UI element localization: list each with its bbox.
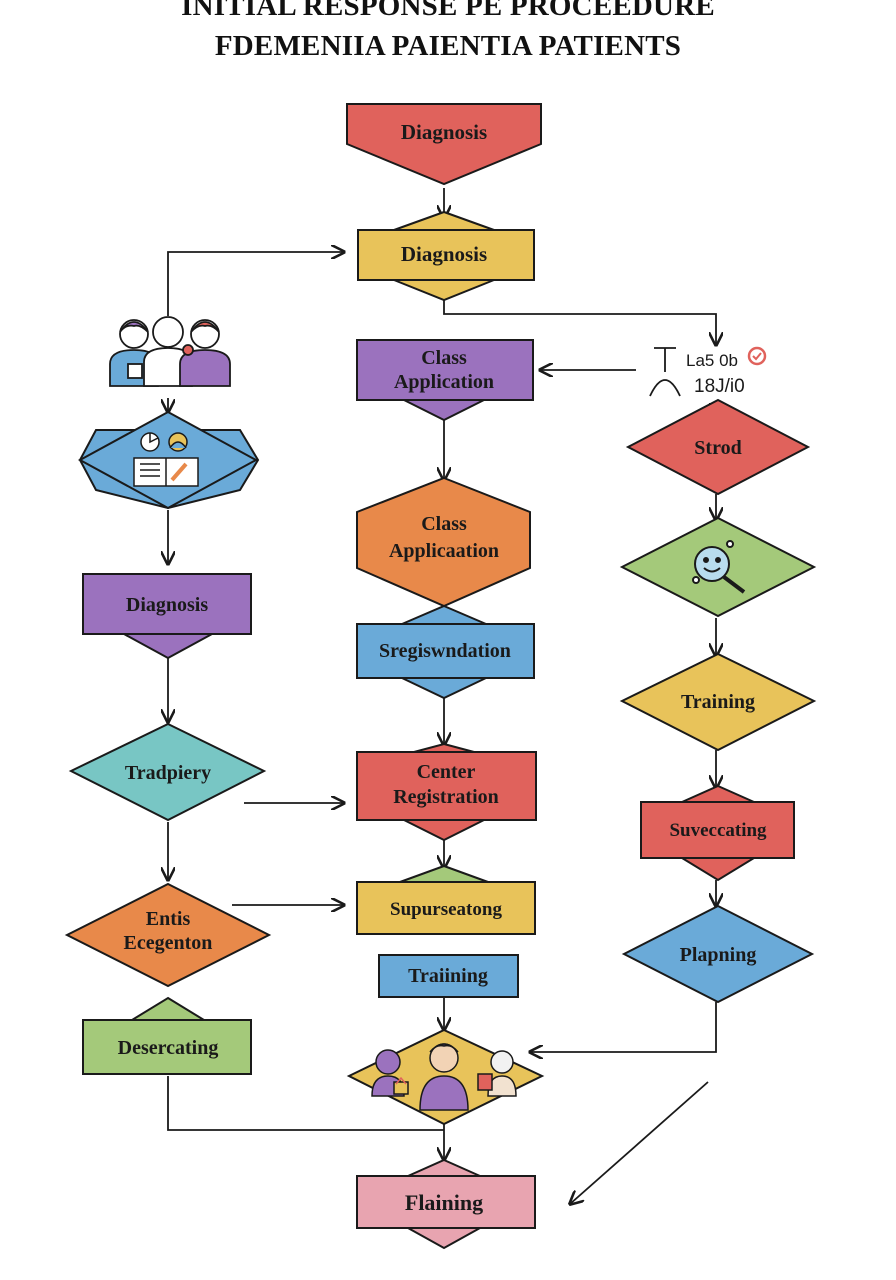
annotation-icon: La5 0b 18J/i0 [649,346,767,397]
title-line-1: INITIAL RESPONSE PE PROCEEDURE [181,0,715,22]
node-c-training: Traiining [378,954,519,998]
node-r-plapning: Plapning [621,904,815,1004]
node-c-supurseatong: Supurseatong [356,864,536,935]
center-reg-line1: Center [417,761,476,783]
node-l-diagnosis: Diagnosis [82,573,252,660]
node-l-desercating: Desercating [82,996,252,1075]
arrow-plap-to-group [530,1002,717,1052]
class-app-1-line2: Application [394,371,494,393]
magnifier-icon [692,540,746,594]
node-r-strod: Strod [625,398,811,496]
svg-text:Diagnosis: Diagnosis [401,242,487,266]
node-l-entis: Entis Ecegenton [64,882,272,988]
svg-text:Diagnosis: Diagnosis [126,594,208,616]
node-c-center-registration: Center Registration [356,742,537,842]
node-c-diagnosis-top: Diagnosis [346,103,542,186]
class-app-2-line1: Class [421,513,467,535]
people-group-icon [109,316,231,387]
check-icon [747,346,767,366]
svg-text:Desercating: Desercating [118,1037,219,1059]
svg-text:Supurseatong: Supurseatong [390,899,502,920]
annotation-line2: 18J/i0 [694,376,745,397]
svg-text:Tradpiery: Tradpiery [125,762,211,784]
svg-text:Suveccating: Suveccating [669,820,767,841]
entis-line1: Entis [146,908,191,930]
group-people-icon [371,1043,517,1111]
connectors [168,188,716,1204]
node-l-tradpiery: Tradpiery [68,722,267,822]
arrow-right-to-flaining [570,1081,709,1204]
node-r-training: Training [619,652,817,752]
arrow-people-to-diag [167,252,344,316]
title-line-2: FDEMENIIA PAIENTIA PATIENTS [214,30,682,62]
node-c-diagnosis-2: Diagnosis [357,210,535,302]
node-c-flaining: Flaining [356,1158,536,1250]
class-app-1-line1: Class [421,347,467,369]
svg-text:Plapning: Plapning [680,944,757,966]
arrow-diag-to-right [443,300,716,345]
node-r-green-diamond [619,516,817,618]
svg-text:Traiining: Traiining [408,965,488,987]
arrow-deser-to-flaining [167,1076,444,1131]
annotation-line1: La5 0b [686,351,738,370]
node-c-group-diamond [346,1028,545,1126]
node-c-class-application-1: Class Application [356,339,534,422]
document-icon [133,432,199,487]
svg-text:Training: Training [681,691,755,713]
svg-text:Strod: Strod [694,437,741,459]
node-r-suveccating: Suveccating [640,784,795,882]
node-c-sregiswndation: Sregiswndation [356,604,535,700]
node-l-hexagon [77,410,260,510]
entis-line2: Ecegenton [124,932,213,954]
class-app-2-line2: Applicaation [389,540,499,562]
svg-text:Diagnosis: Diagnosis [401,120,487,144]
node-c-class-application-2: Class Applicaation [356,476,531,608]
center-reg-line2: Registration [393,786,499,808]
svg-text:Flaining: Flaining [405,1190,483,1215]
svg-text:Sregiswndation: Sregiswndation [379,640,511,662]
